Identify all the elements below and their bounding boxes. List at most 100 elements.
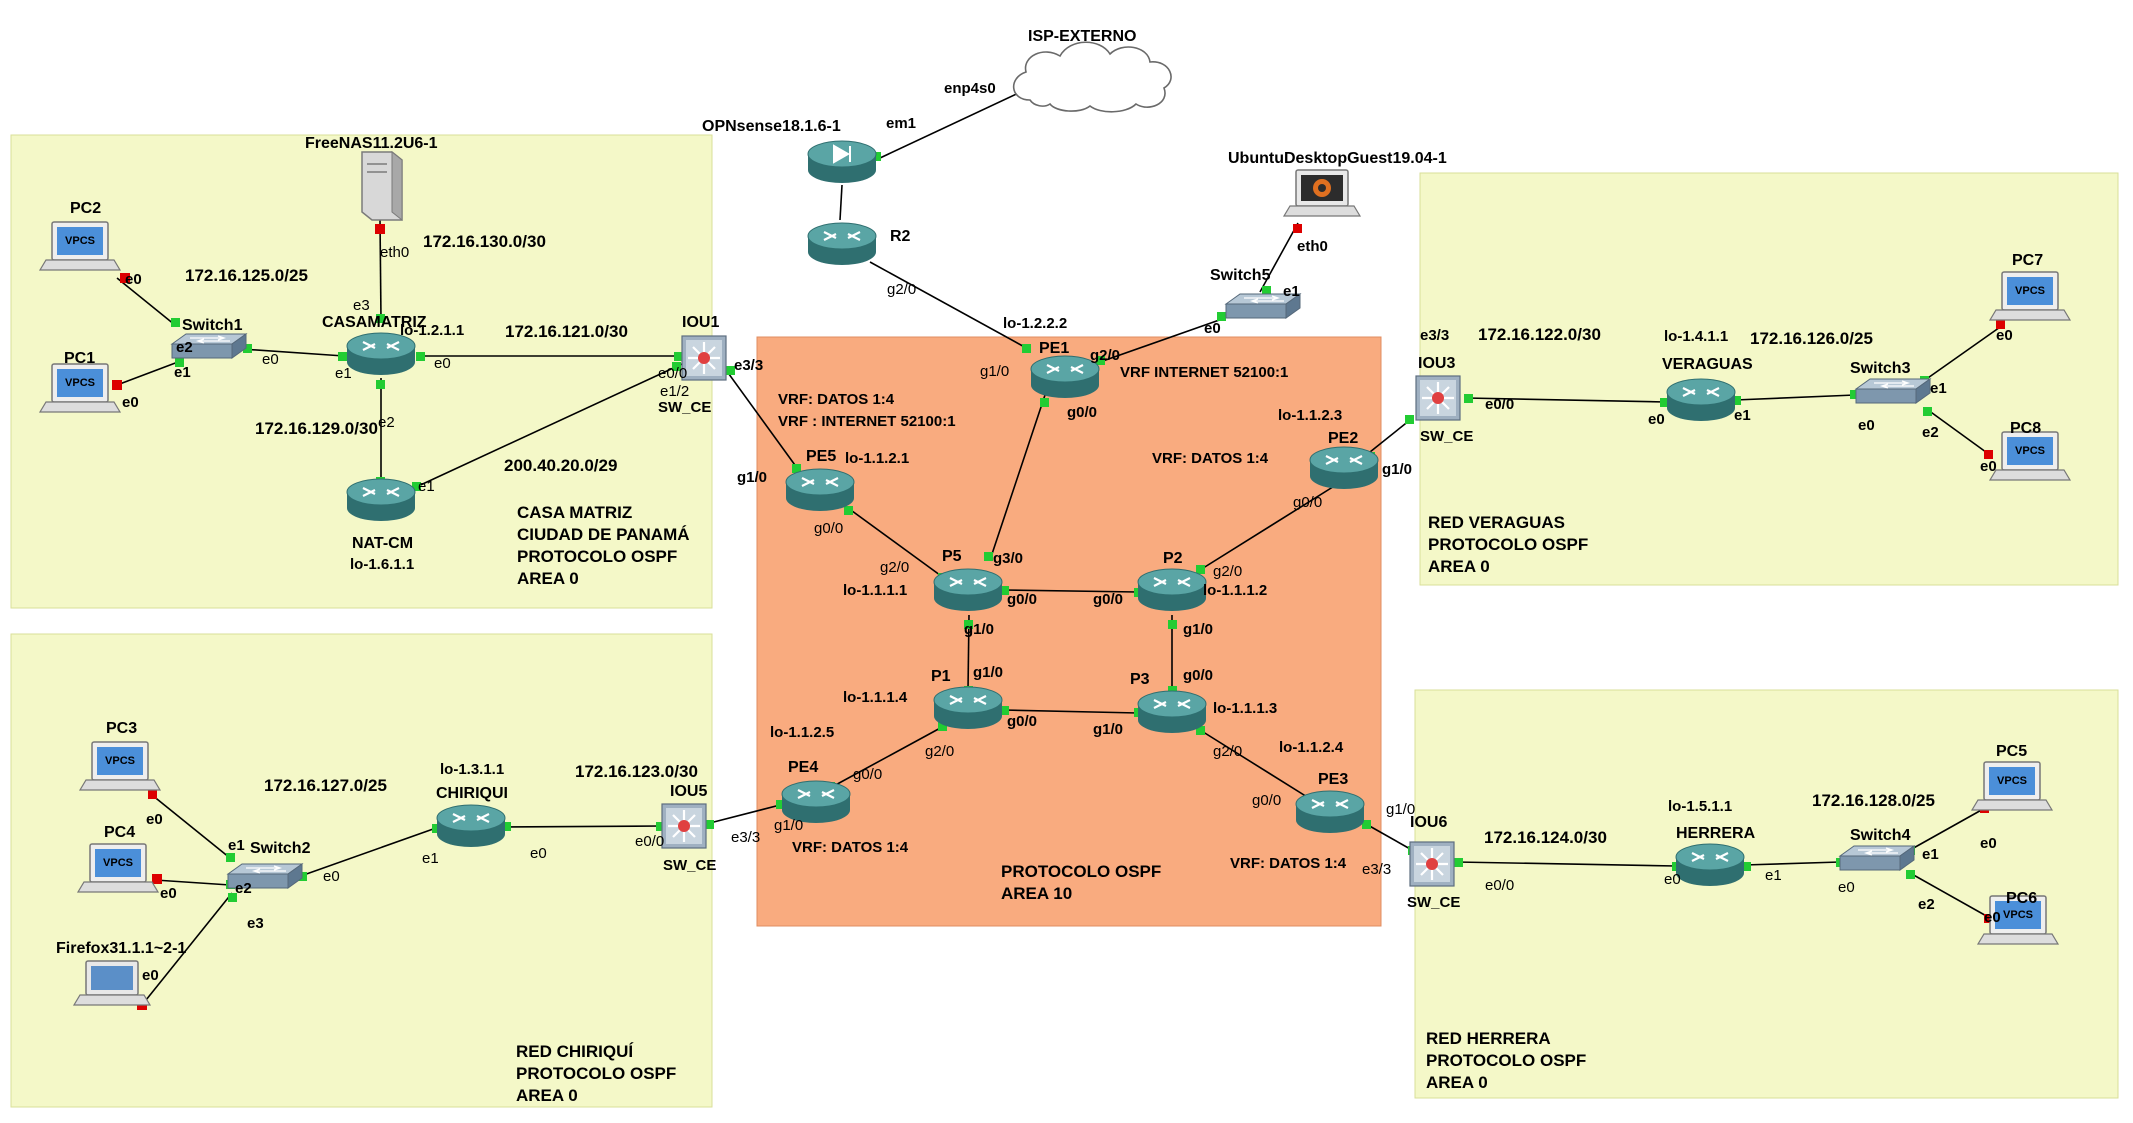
link-ubuntu-switch5[interactable]: [1259, 222, 1299, 293]
link-veraguas-switch3[interactable]: [1734, 394, 1856, 401]
port-cm-e1: [338, 352, 347, 361]
link-cloud-opnsense[interactable]: [879, 89, 1026, 159]
label-firefox: Firefox31.1.1~2-1: [56, 940, 186, 957]
pc-pc8[interactable]: VPCS: [1989, 431, 2071, 481]
label-her-e0: e0: [1664, 871, 1681, 888]
label-pc2: PC2: [70, 200, 101, 217]
link-p1-pe4[interactable]: [829, 725, 945, 789]
link-iou5-pe4[interactable]: [705, 804, 781, 825]
link-p5-p2[interactable]: [1003, 589, 1139, 593]
label-nat-cm: NAT-CM: [352, 535, 413, 552]
link-iou3-pe2[interactable]: [1369, 419, 1411, 453]
link-switch3-pc7[interactable]: [1924, 324, 2004, 381]
pc-pc1[interactable]: VPCS: [39, 363, 121, 413]
label-isp-externo: ISP-EXTERNO: [1028, 28, 1136, 45]
server-freenas[interactable]: [361, 150, 403, 222]
opnsense-firewall[interactable]: [807, 140, 877, 183]
port-pe1-g20: [1096, 356, 1105, 365]
iou-switch-iou5[interactable]: [660, 802, 708, 850]
label-iou3: IOU3: [1418, 355, 1455, 372]
pc-pc4[interactable]: VPCS: [77, 843, 159, 893]
link-pe3-iou6[interactable]: [1365, 823, 1413, 851]
pc-ubuntu-desktop[interactable]: [1282, 169, 1362, 217]
pc-pc6[interactable]: VPCS: [1977, 895, 2059, 945]
port-pe4-g10: [776, 800, 785, 809]
pc-pc5[interactable]: VPCS: [1971, 761, 2053, 811]
label-nat-e1: e1: [418, 478, 435, 495]
link-pe5-p5[interactable]: [847, 507, 945, 579]
label-iou3-e00: e0/0: [1485, 396, 1514, 413]
label-pe5-vrf-internet: VRF : INTERNET 52100:1: [778, 413, 956, 430]
iou-switch-iou6[interactable]: [1408, 840, 1456, 888]
label-p3-lo: lo-1.1.1.3: [1213, 700, 1277, 717]
link-freenas-casamatriz[interactable]: [379, 219, 382, 321]
link-pc2-switch1[interactable]: [116, 277, 176, 326]
pc-firefox[interactable]: [72, 960, 152, 1006]
router-pe2[interactable]: [1308, 445, 1380, 491]
port-ver-e1: [1732, 396, 1741, 405]
router-p3[interactable]: [1136, 689, 1208, 735]
link-p3-pe3[interactable]: [1199, 729, 1313, 801]
label-net-129: 172.16.129.0/30: [255, 419, 378, 438]
link-pc1-switch1[interactable]: [116, 361, 179, 386]
link-natcm-iou1[interactable]: [413, 363, 683, 489]
pc-pc3[interactable]: VPCS: [79, 741, 161, 791]
link-switch4-pc5[interactable]: [1909, 807, 1986, 851]
link-pc4-switch2[interactable]: [154, 879, 231, 886]
link-opnsense-r2[interactable]: [839, 184, 843, 221]
label-pc7-e0: e0: [1996, 327, 2013, 344]
router-chiriqui[interactable]: [435, 803, 507, 849]
label-p1: P1: [931, 668, 951, 685]
port-sw1-e0: [243, 344, 252, 353]
link-switch3-pc8[interactable]: [1927, 409, 1991, 456]
link-switch4-pc6[interactable]: [1909, 872, 1991, 919]
link-chiriqui-iou5[interactable]: [505, 825, 663, 828]
router-casamatriz[interactable]: [345, 331, 417, 377]
link-iou3-veraguas[interactable]: [1465, 397, 1667, 403]
link-pe1-p5[interactable]: [989, 394, 1046, 561]
link-r2-pe1[interactable]: [869, 261, 1031, 351]
router-pe3[interactable]: [1294, 789, 1366, 835]
link-firefox-switch2[interactable]: [141, 892, 233, 1006]
link-herrera-switch4[interactable]: [1743, 861, 1841, 866]
label-p3-g10: g1/0: [1093, 721, 1123, 738]
switch-switch3[interactable]: [1855, 378, 1931, 404]
pc-pc2[interactable]: VPCS: [39, 221, 121, 271]
link-pc3-switch2[interactable]: [151, 794, 231, 859]
label-nat-lo: lo-1.6.1.1: [350, 556, 414, 573]
router-p5[interactable]: [932, 567, 1004, 613]
link-switch2-chiriqui[interactable]: [297, 827, 437, 878]
label-p2-g10: g1/0: [1183, 621, 1213, 638]
iou-switch-iou3[interactable]: [1414, 374, 1462, 422]
iou-switch-iou1[interactable]: [680, 334, 728, 382]
zone-title-line: AREA 10: [1001, 884, 1072, 903]
router-pe5[interactable]: [784, 467, 856, 513]
label-pe2-g10: g1/0: [1382, 461, 1412, 478]
label-net-200: 200.40.20.0/29: [504, 456, 617, 475]
zone-herrera-bg: [1414, 689, 2119, 1099]
zone-veraguas: [1419, 172, 2119, 586]
link-pe2-p2[interactable]: [1199, 479, 1345, 571]
link-switch5-pe1[interactable]: [1099, 317, 1226, 363]
switch-switch4[interactable]: [1839, 845, 1915, 871]
link-iou1-pe5[interactable]: [725, 369, 801, 473]
label-iou6-e33: e3/3: [1362, 861, 1391, 878]
pc-pc7[interactable]: VPCS: [1989, 271, 2071, 321]
port-iou5-e33: [705, 820, 714, 829]
cloud-isp-externo[interactable]: [1012, 41, 1172, 113]
router-p1[interactable]: [932, 685, 1004, 731]
vpcs-label: VPCS: [2015, 285, 2045, 297]
router-veraguas[interactable]: [1665, 377, 1737, 423]
router-herrera[interactable]: [1674, 842, 1746, 888]
link-iou6-herrera[interactable]: [1455, 861, 1677, 867]
link-switch1-casamatriz[interactable]: [241, 348, 345, 357]
label-sw2-e3: e3: [247, 915, 264, 932]
router-p2[interactable]: [1136, 567, 1208, 613]
label-pc7: PC7: [2012, 252, 2043, 269]
router-r2[interactable]: [806, 221, 878, 267]
router-pe1[interactable]: [1029, 354, 1101, 400]
router-nat-cm[interactable]: [345, 477, 417, 523]
link-p1-p3[interactable]: [1003, 709, 1139, 714]
label-em1: em1: [886, 115, 916, 132]
